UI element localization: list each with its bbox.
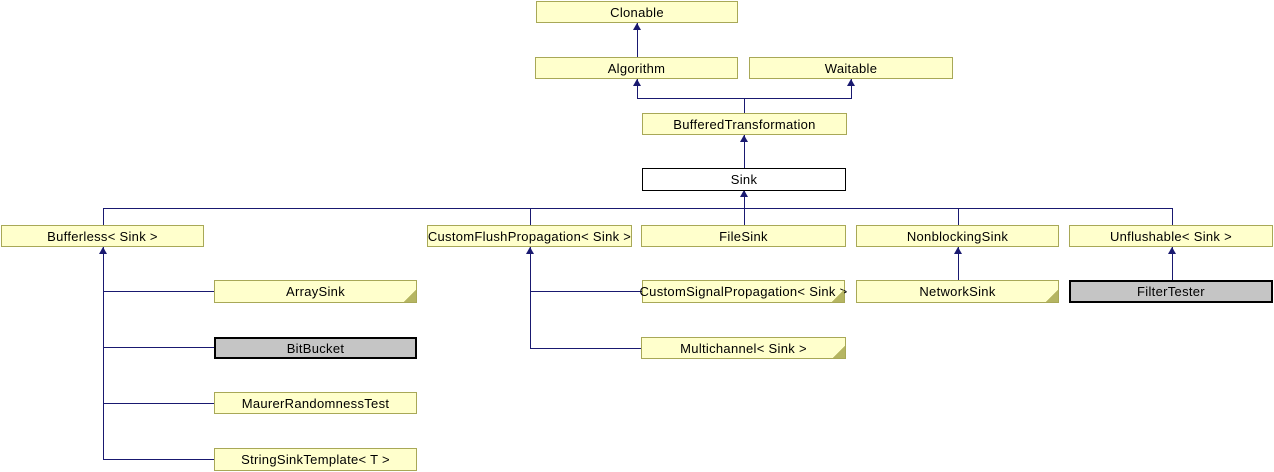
class-node-label: CustomFlushPropagation< Sink > — [427, 228, 632, 244]
arrowhead-up-icon — [633, 23, 641, 30]
folded-corner-icon — [1046, 290, 1058, 302]
edge-children-sink-stem — [744, 190, 745, 208]
class-node-filesink[interactable]: FileSink — [641, 225, 846, 247]
arrowhead-up-icon — [847, 79, 855, 86]
arrowhead-up-icon — [740, 135, 748, 142]
class-node-bufferless[interactable]: Bufferless< Sink > — [1, 225, 204, 247]
class-node-label: ArraySink — [285, 284, 346, 299]
class-node-label: NonblockingSink — [906, 228, 1009, 244]
edge-filesink-stub — [744, 208, 745, 225]
class-node-customflushpropagation[interactable]: CustomFlushPropagation< Sink > — [427, 225, 632, 247]
edge-customflush-children-stem — [530, 247, 531, 348]
arrowhead-up-icon — [633, 79, 641, 86]
class-node-arraysink[interactable]: ArraySink — [214, 280, 417, 303]
class-node-bufferedtransformation[interactable]: BufferedTransformation — [642, 113, 847, 135]
arrowhead-up-icon — [954, 247, 962, 254]
class-node-label: Algorithm — [607, 60, 666, 76]
class-node-label: Unflushable< Sink > — [1109, 228, 1233, 244]
class-node-clonable[interactable]: Clonable — [536, 1, 738, 23]
class-node-filtertester: FilterTester — [1069, 280, 1273, 303]
class-node-unflushable[interactable]: Unflushable< Sink > — [1069, 225, 1273, 247]
class-node-label: Multichannel< Sink > — [680, 340, 807, 356]
edge-algorithm-clonable — [637, 23, 638, 57]
arrowhead-up-icon — [99, 247, 107, 254]
class-node-label: StringSinkTemplate< T > — [241, 452, 390, 467]
class-node-label: Clonable — [610, 4, 664, 20]
edge-bt-algorithm — [637, 79, 638, 98]
edge-nonblockingsink-stub — [958, 208, 959, 225]
class-node-label: BufferedTransformation — [673, 116, 816, 132]
class-node-label: Bufferless< Sink > — [47, 228, 158, 244]
class-node-label: CustomSignalPropagation< Sink > — [639, 284, 848, 299]
edge-customflush-stub — [530, 208, 531, 225]
edge-sink-bt — [744, 135, 745, 168]
folded-corner-icon — [833, 346, 845, 358]
class-node-nonblockingsink[interactable]: NonblockingSink — [856, 225, 1059, 247]
edge-bufferless-stub — [103, 208, 104, 225]
class-node-sink-current: Sink — [642, 168, 846, 191]
class-node-label: Waitable — [824, 60, 878, 76]
edge-unflushable-stub — [1172, 208, 1173, 225]
class-node-label: FilterTester — [1137, 284, 1205, 299]
class-node-label: NetworkSink — [919, 284, 996, 299]
arrowhead-up-icon — [1168, 247, 1176, 254]
edge-bitbucket-stub — [103, 347, 214, 348]
class-node-bitbucket: BitBucket — [214, 337, 417, 359]
class-node-algorithm[interactable]: Algorithm — [535, 57, 738, 79]
edge-bt-waitable — [851, 79, 852, 98]
folded-corner-icon — [404, 290, 416, 302]
edge-arraysink-stub — [103, 291, 214, 292]
edge-bt-stem — [744, 98, 745, 113]
edge-customsignal-stub — [530, 291, 642, 292]
class-node-networksink[interactable]: NetworkSink — [856, 280, 1059, 303]
class-node-multichannel[interactable]: Multichannel< Sink > — [641, 337, 846, 359]
edge-multichannel-stub — [530, 348, 641, 349]
class-node-label: FileSink — [719, 228, 768, 244]
edge-maurer-stub — [103, 403, 214, 404]
class-node-customsignalpropagation[interactable]: CustomSignalPropagation< Sink > — [639, 280, 848, 303]
class-node-maurerrandomnesstest[interactable]: MaurerRandomnessTest — [214, 392, 417, 414]
edge-stringsink-stub — [103, 459, 214, 460]
arrowhead-up-icon — [740, 190, 748, 197]
class-node-label: BitBucket — [286, 340, 345, 356]
class-node-label: MaurerRandomnessTest — [241, 395, 390, 411]
edge-networksink-nonblockingsink — [958, 247, 959, 280]
arrowhead-up-icon — [526, 247, 534, 254]
class-node-waitable[interactable]: Waitable — [749, 57, 953, 79]
class-node-label: Sink — [730, 172, 758, 187]
edge-children-sink-branch — [103, 208, 1173, 209]
edge-filtertester-unflushable — [1172, 247, 1173, 280]
edge-bufferless-children-stem — [103, 247, 104, 459]
class-node-stringsinktemplate[interactable]: StringSinkTemplate< T > — [214, 448, 417, 471]
folded-corner-icon — [832, 290, 844, 302]
